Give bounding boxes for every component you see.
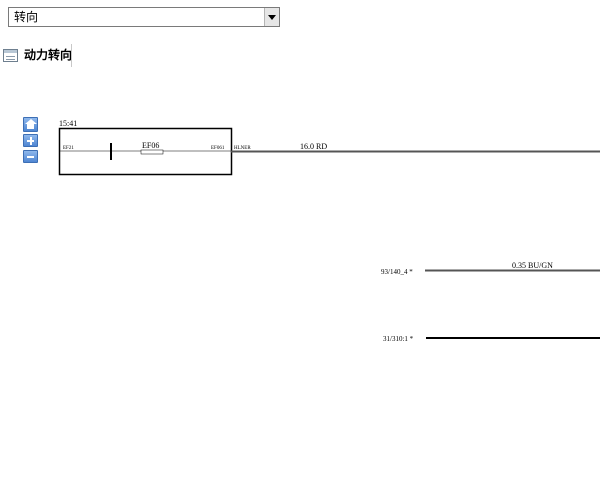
fuse-element[interactable] [140, 149, 164, 155]
diagram-icon [3, 48, 18, 62]
wire-main-label: 16.0 RD [300, 142, 327, 151]
diagram-tab[interactable]: 动力转向 [3, 43, 72, 67]
fuse-box-time-label: 15:41 [59, 119, 77, 128]
fuse-left-pin: EF21 [63, 146, 74, 151]
wire-third-connector: 31/310:1 * [383, 335, 414, 343]
fuse-box[interactable]: 15:41 EF21 EF06 EF061 HLNER [58, 119, 251, 176]
system-select[interactable]: 转向 [8, 7, 280, 27]
diagram-title: 动力转向 [24, 48, 73, 62]
connector-label: HLNER [234, 146, 251, 151]
chevron-down-icon[interactable] [264, 8, 279, 26]
fuse-right-pin: EF061 [211, 146, 225, 151]
wire-second-connector: 93/140_4 * [381, 268, 413, 276]
fuse-label: EF06 [142, 141, 159, 150]
zoom-out-icon[interactable] [23, 150, 38, 163]
home-icon[interactable] [23, 117, 38, 132]
wire-second-label: 0.35 BU/GN [512, 261, 553, 270]
system-select-value: 转向 [14, 10, 39, 24]
zoom-in-icon[interactable] [23, 134, 38, 147]
tab-divider [71, 44, 72, 67]
